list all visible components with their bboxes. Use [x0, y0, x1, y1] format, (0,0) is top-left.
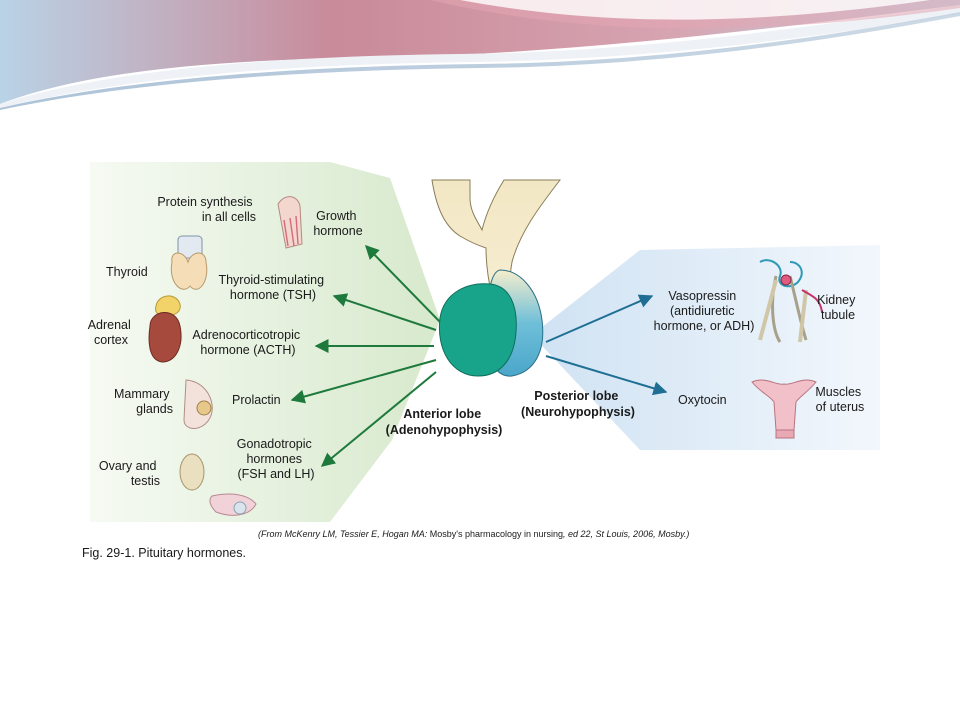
banner-swoosh-light [0, 5, 960, 108]
arrow-prolactin [290, 359, 437, 404]
kidney-tubule-label: Kidney tubule [817, 293, 859, 322]
uterus-target-label: Muscles of uterus [815, 385, 864, 414]
adrenal-kidney-icon [148, 295, 182, 363]
anterior-lobe-shape [438, 283, 517, 377]
uterus-icon [751, 379, 817, 439]
bone-icon [277, 196, 303, 249]
pituitary-gland [431, 179, 562, 377]
vasopressin-hormone-label: Vasopressin (antidiuretic hormone, or AD… [654, 289, 755, 333]
header-banner [0, 0, 960, 110]
arrow-vasopressin [545, 294, 654, 343]
arrow-oxytocin [545, 355, 668, 396]
growth-target-label: Protein synthesis in all cells [157, 195, 256, 224]
kidney-tubule-icon [758, 259, 823, 343]
arrow-tsh [332, 293, 437, 331]
growth-hormone-label: Growth hormone [313, 209, 362, 238]
ovary-testis-target-label: Ovary and testis [99, 459, 160, 488]
gonadotropic-hormone-label: Gonadotropic hormones (FSH and LH) [237, 437, 316, 481]
anterior-lobe-label: Anterior lobe (Adenohypophysis) [386, 407, 503, 437]
mammary-target-label: Mammary glands [114, 387, 173, 416]
thyroid-target-label: Thyroid [106, 265, 148, 279]
posterior-lobe-label: Posterior lobe (Neurohypophysis) [521, 389, 635, 419]
acth-hormone-label: Adrenocorticotropic hormone (ACTH) [192, 328, 303, 357]
banner-swoosh-white [460, 0, 930, 20]
prolactin-hormone-label: Prolactin [232, 393, 281, 407]
adrenal-target-label: Adrenal cortex [88, 318, 135, 347]
ovary-testis-icon [179, 453, 257, 516]
oxytocin-hormone-label: Oxytocin [678, 393, 727, 407]
arrow-gonadotropic [320, 371, 437, 467]
figure-citation: (From McKenry LM, Tessier E, Hogan MA: M… [258, 529, 689, 539]
arrow-growth-hormone [365, 244, 441, 323]
mammary-gland-icon [183, 379, 213, 429]
thyroid-icon [170, 235, 208, 290]
figure-caption: Fig. 29-1. Pituitary hormones. [82, 546, 246, 560]
tsh-hormone-label: Thyroid-stimulating hormone (TSH) [218, 273, 327, 302]
